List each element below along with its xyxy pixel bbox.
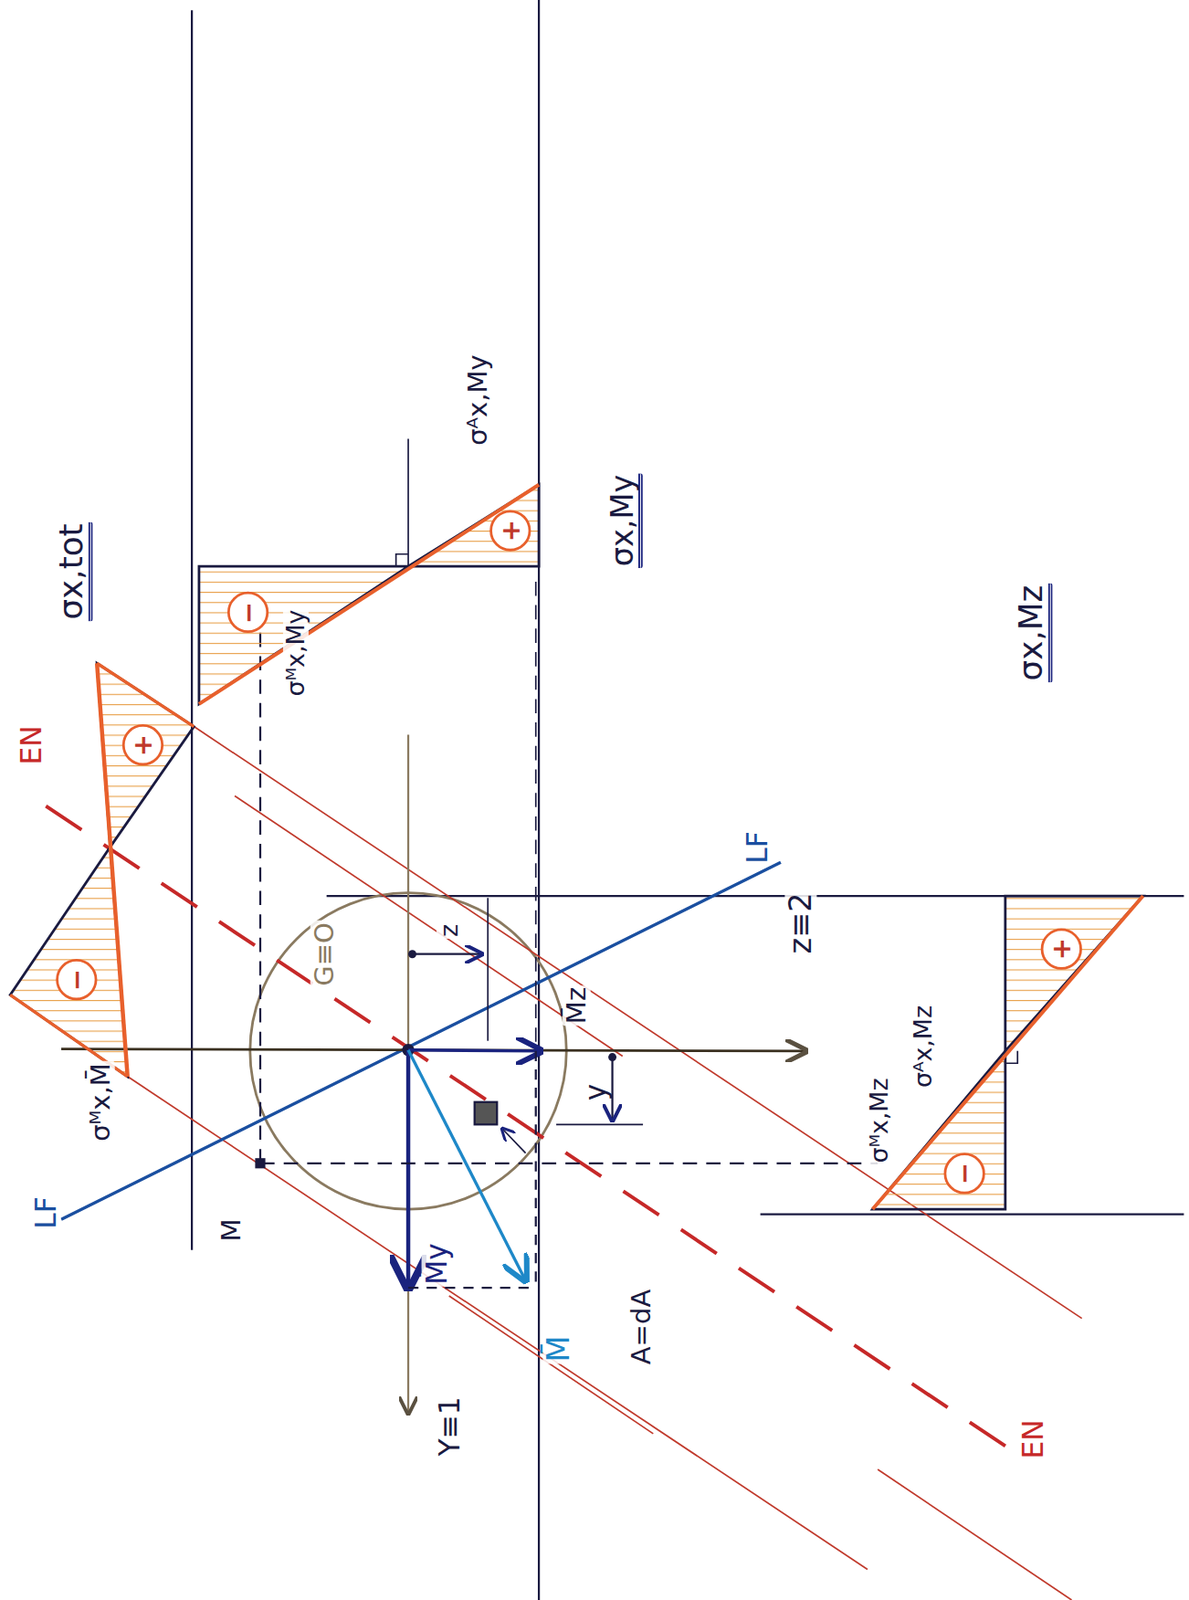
- stress-label: LF: [31, 1194, 62, 1231]
- stress-label: σᴬx,My: [463, 352, 493, 448]
- sign-symbol: −: [233, 599, 263, 625]
- sign-symbol: −: [63, 967, 92, 993]
- stress-label: σx,Mz: [1013, 583, 1053, 684]
- stress-label: σᴹx,M̄: [85, 1061, 115, 1144]
- stress-label: z≡2: [785, 891, 818, 957]
- stress-label: σᴹx,My: [283, 608, 309, 699]
- stress-label: M̄z: [562, 985, 591, 1026]
- stress-label: σᴹx,Mz: [866, 1076, 893, 1166]
- sign-symbol: +: [496, 517, 526, 544]
- stress-label: EN: [15, 723, 46, 767]
- stress-label: M̄: [543, 1334, 576, 1365]
- sign-symbol: −: [950, 1160, 979, 1187]
- stress-label: Y≡1: [433, 1395, 464, 1459]
- stress-label: LF: [742, 829, 773, 865]
- stress-label: M̄y: [421, 1241, 453, 1287]
- sign-symbol: +: [1047, 936, 1076, 962]
- sign-symbol: +: [128, 732, 158, 758]
- stress-label: A=dA: [627, 1287, 656, 1368]
- stress-label: M: [216, 1216, 245, 1243]
- stress-label: σx,My: [606, 473, 643, 569]
- stress-label: σᴬx,Mz: [910, 1002, 937, 1089]
- stress-label: G≡O: [310, 920, 339, 989]
- stress-label: y: [579, 1082, 611, 1104]
- stress-label: EN: [1018, 1417, 1049, 1461]
- stress-label: z: [436, 922, 463, 939]
- stress-label: σx,tot: [53, 521, 94, 621]
